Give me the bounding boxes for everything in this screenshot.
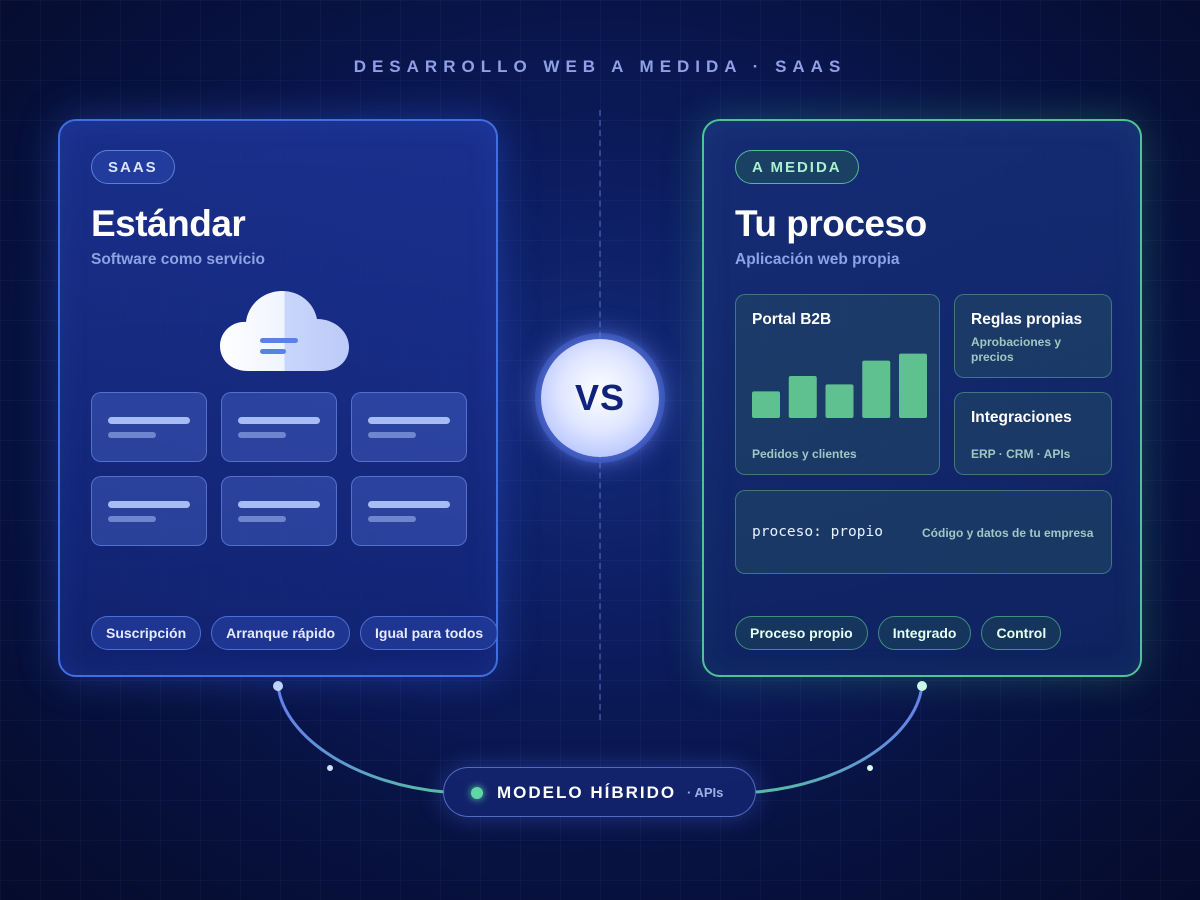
portal-bar-chart: [752, 353, 927, 418]
saas-chips: Suscripción Arranque rápido Igual para t…: [91, 616, 499, 650]
connector-left-curve: [276, 685, 446, 794]
integrations-card-title: Integraciones: [971, 409, 1072, 426]
portal-card: Portal B2B Pedidos y clientes: [735, 294, 940, 475]
custom-chip: Control: [981, 616, 1062, 650]
saas-badge: SAAS: [91, 150, 175, 184]
hybrid-suffix: · APIs: [687, 785, 724, 800]
saas-title: Estándar: [91, 203, 246, 244]
custom-chip: Integrado: [877, 616, 972, 650]
saas-chip: Arranque rápido: [211, 616, 351, 650]
custom-title: Tu proceso: [735, 203, 927, 244]
saas-chip: Suscripción: [91, 616, 202, 650]
custom-chips: Proceso propio Integrado Control: [735, 616, 1062, 650]
integrations-card: Integraciones ERP · CRM · APIs: [954, 392, 1112, 475]
hybrid-model-pill: MODELO HÍBRIDO · APIs: [443, 767, 756, 817]
saas-module-tile: [91, 476, 207, 546]
saas-module-tile: [221, 476, 337, 546]
page-header: DESARROLLO WEB A MEDIDA · SAAS: [353, 57, 847, 76]
code-card-caption: Código y datos de tu empresa: [922, 526, 1094, 540]
custom-badge: A MEDIDA: [735, 150, 859, 184]
saas-module-tile: [91, 392, 207, 462]
cloud-icon: [220, 291, 349, 371]
rules-card: Reglas propias Aprobaciones y precios: [954, 294, 1112, 378]
code-snippet: proceso: propio: [752, 524, 883, 540]
rules-card-caption: Aprobaciones y precios: [971, 335, 1062, 364]
saas-module-tile: [351, 476, 467, 546]
portal-bar: [752, 391, 780, 418]
connector-right-curve: [755, 685, 924, 794]
vs-badge: VS: [541, 339, 659, 457]
saas-chip: Igual para todos: [360, 616, 499, 650]
portal-bar: [825, 384, 854, 418]
integrations-card-caption: ERP · CRM · APIs: [971, 447, 1071, 461]
saas-module-tile: [221, 392, 337, 462]
saas-panel: SAAS Estándar Software como servicio Sus…: [58, 119, 499, 677]
portal-bar: [862, 360, 891, 418]
custom-subtitle: Aplicación web propia: [735, 251, 900, 268]
rules-card-title: Reglas propias: [971, 311, 1083, 328]
connector-left-node: [273, 681, 283, 691]
portal-card-title: Portal B2B: [752, 311, 832, 328]
hybrid-label: MODELO HÍBRIDO: [497, 783, 677, 802]
code-card: proceso: propio Código y datos de tu emp…: [735, 490, 1112, 574]
portal-bar: [899, 353, 927, 418]
portal-bar: [788, 376, 817, 418]
connector-left-spark: [327, 765, 333, 771]
saas-subtitle: Software como servicio: [91, 251, 266, 268]
connector-right-spark: [867, 765, 873, 771]
custom-chip: Proceso propio: [735, 616, 868, 650]
custom-panel: A MEDIDA Tu proceso Aplicación web propi…: [702, 119, 1142, 677]
connector-right-node: [917, 681, 927, 691]
hybrid-status-dot: [471, 787, 483, 799]
saas-module-tile: [351, 392, 467, 462]
portal-card-caption: Pedidos y clientes: [752, 447, 857, 461]
